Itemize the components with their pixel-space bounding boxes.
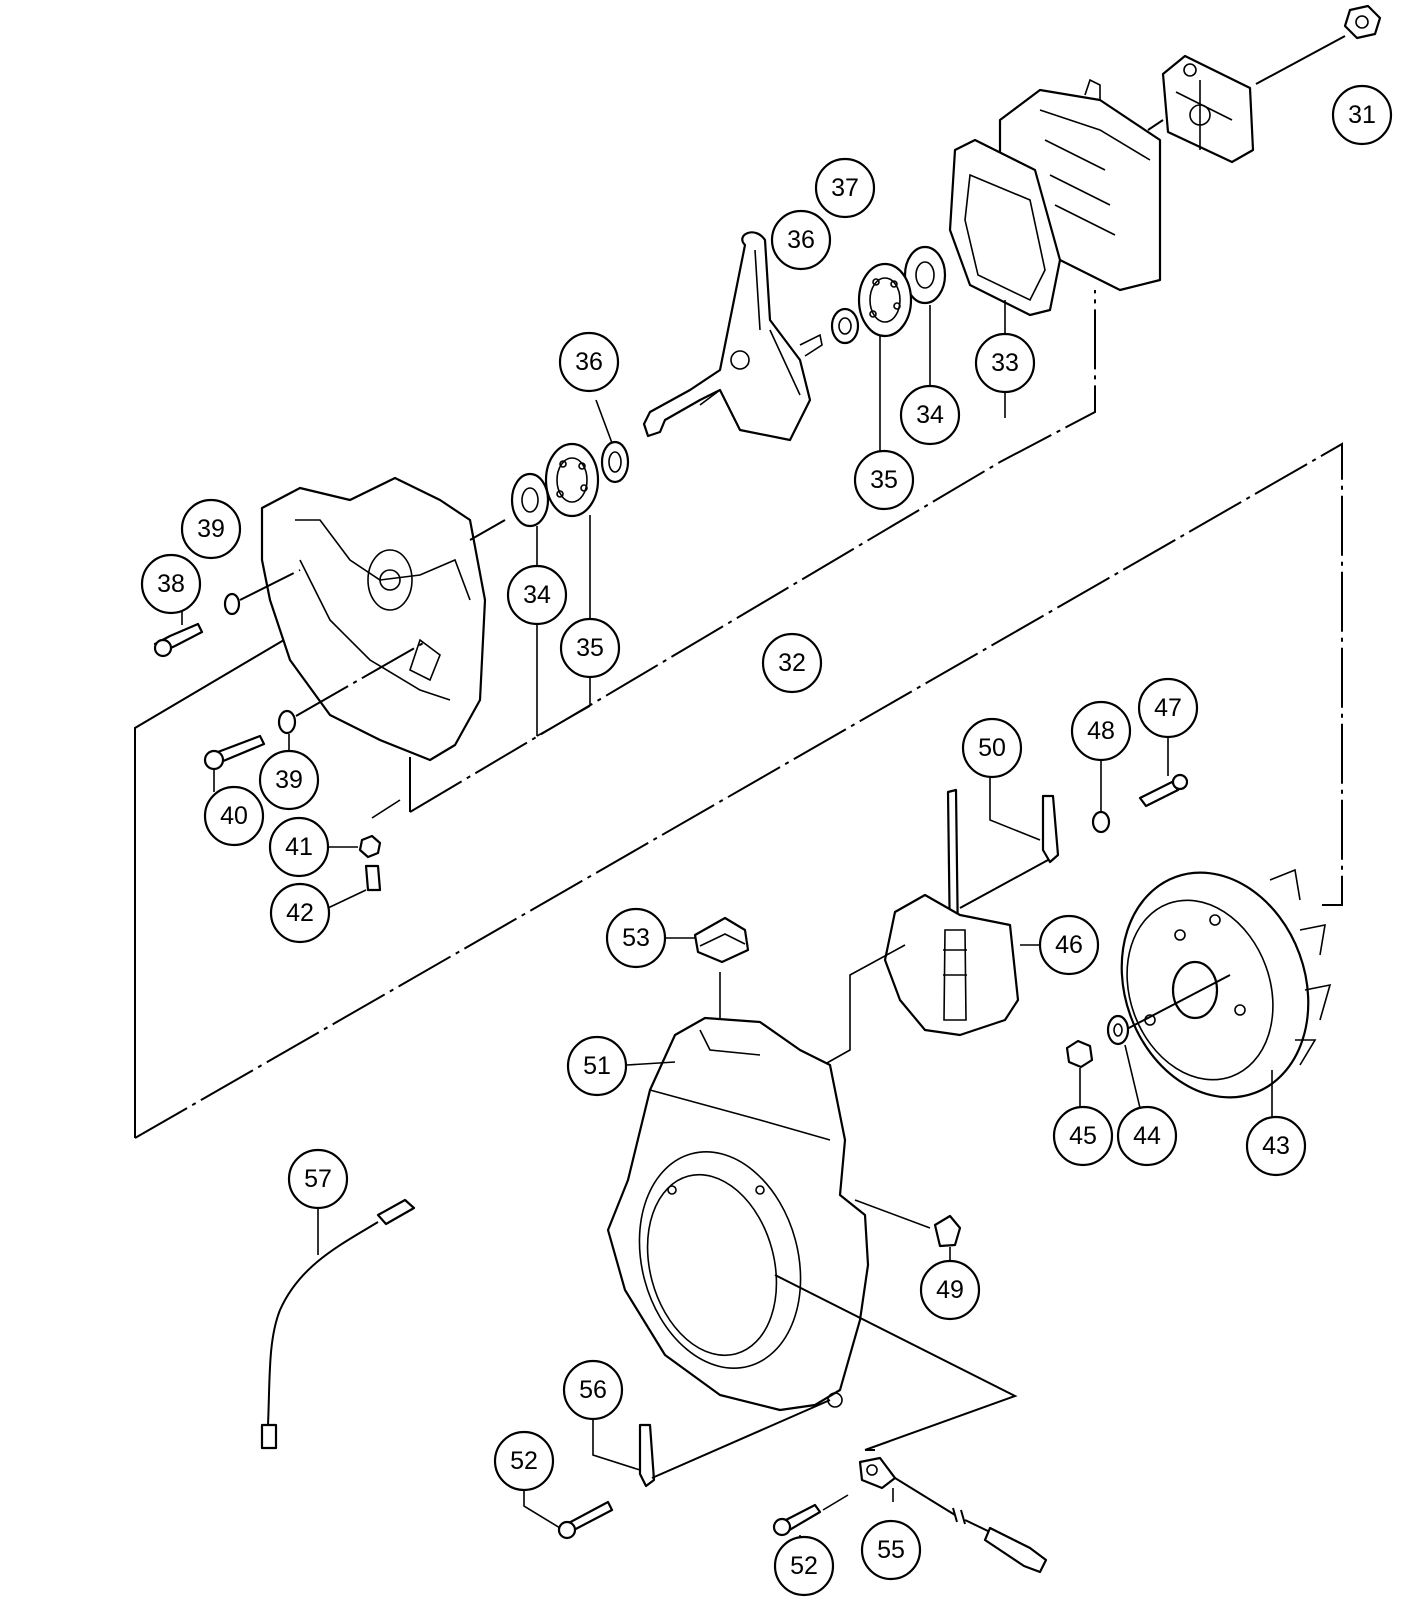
- callout-53: 53: [605, 907, 667, 969]
- part-53-grommet: [662, 916, 750, 1030]
- callout-38: 38: [140, 553, 202, 615]
- part-39-washer-lower: [277, 641, 426, 752]
- callout-44: 44: [1116, 1105, 1178, 1167]
- part-49-grommet: [854, 1199, 962, 1262]
- part-46-ignition-coil: [817, 788, 1040, 1069]
- callout-label: 37: [831, 174, 859, 202]
- callout-56: 56: [562, 1359, 624, 1421]
- callout-label: 53: [622, 924, 650, 952]
- callout-label: 57: [304, 1165, 332, 1193]
- callout-label: 55: [877, 1536, 905, 1564]
- callout-label: 38: [157, 570, 185, 598]
- part-57-lead-wire: [260, 1198, 416, 1450]
- callout-52: 52: [773, 1535, 835, 1597]
- part-34-bearing-lower: [510, 472, 591, 737]
- part-52-bolt-right: [772, 1494, 849, 1548]
- callout-label: 33: [991, 349, 1019, 377]
- callout-label: 35: [870, 466, 898, 494]
- callout-label: 34: [523, 581, 551, 609]
- callout-35: 35: [559, 617, 621, 679]
- callout-47: 47: [1137, 677, 1199, 739]
- callout-46: 46: [1038, 914, 1100, 976]
- part-42-screw: [327, 864, 382, 909]
- callout-label: 40: [220, 802, 248, 830]
- part-50-clip: [959, 770, 1060, 909]
- callout-36: 36: [770, 209, 832, 271]
- callout-52: 52: [493, 1430, 555, 1492]
- part-33-cylinder: [948, 78, 1162, 418]
- part-34-bearing-upper: [903, 245, 947, 396]
- callout-49: 49: [919, 1259, 981, 1321]
- callout-label: 45: [1069, 1122, 1097, 1150]
- callout-label: 51: [583, 1052, 611, 1080]
- part-44-washer: [1106, 1014, 1141, 1109]
- callout-label: 42: [286, 899, 314, 927]
- callout-label: 41: [285, 833, 313, 861]
- callout-57: 57: [287, 1148, 349, 1210]
- callout-42: 42: [269, 882, 331, 944]
- callout-label: 31: [1348, 101, 1376, 129]
- callout-label: 50: [978, 734, 1006, 762]
- callout-label: 48: [1087, 717, 1115, 745]
- callout-label: 34: [916, 401, 944, 429]
- callout-34: 34: [899, 384, 961, 446]
- callout-label: 35: [576, 634, 604, 662]
- callout-51: 51: [566, 1035, 628, 1097]
- crankcase: [260, 476, 506, 812]
- part-45-nut: [1065, 1039, 1094, 1108]
- callout-34: 34: [506, 564, 568, 626]
- callout-label: 43: [1262, 1132, 1290, 1160]
- callout-label: 47: [1154, 694, 1182, 722]
- part-35-bearing-lower: [544, 442, 600, 706]
- callout-label: 52: [790, 1552, 818, 1580]
- callout-36: 36: [558, 331, 620, 393]
- callout-31: 31: [1331, 84, 1393, 146]
- callout-41: 41: [268, 816, 330, 878]
- part-36-seal-upper: [830, 307, 860, 345]
- part-55-ground-terminal: [858, 1456, 1048, 1574]
- callout-35: 35: [853, 449, 915, 511]
- callout-50: 50: [961, 717, 1023, 779]
- part-43-flywheel: [1120, 868, 1332, 1120]
- crankshaft: [642, 231, 823, 442]
- callout-label: 39: [275, 766, 303, 794]
- part-39-washer-upper: [223, 569, 301, 616]
- part-52-bolt-left: [523, 1486, 614, 1540]
- part-36-seal-lower: [595, 399, 630, 484]
- callout-45: 45: [1052, 1105, 1114, 1167]
- callout-40: 40: [203, 785, 265, 847]
- part-56-clip: [592, 1399, 831, 1488]
- callout-label: 32: [778, 649, 806, 677]
- callout-label: 36: [575, 348, 603, 376]
- part-31-nut: [1255, 4, 1382, 85]
- callout-label: 56: [579, 1376, 607, 1404]
- callout-39: 39: [180, 498, 242, 560]
- callout-37: 37: [814, 157, 876, 219]
- callout-label: 44: [1133, 1122, 1161, 1150]
- callout-label: 46: [1055, 931, 1083, 959]
- callout-48: 48: [1070, 700, 1132, 762]
- callout-43: 43: [1245, 1115, 1307, 1177]
- part-35-bearing-upper: [857, 262, 913, 466]
- callout-55: 55: [860, 1519, 922, 1581]
- part-47-screw: [1138, 738, 1189, 808]
- part-41-nut: [326, 799, 401, 859]
- callout-label: 49: [936, 1276, 964, 1304]
- part-40-bolt: [203, 734, 266, 792]
- callout-label: 36: [787, 226, 815, 254]
- part-38-bolt: [153, 606, 204, 658]
- callout-39: 39: [258, 749, 320, 811]
- callout-33: 33: [974, 332, 1036, 394]
- part-51-fan-housing: [606, 1016, 1018, 1451]
- intake-plate: [1147, 54, 1255, 164]
- callout-label: 39: [197, 515, 225, 543]
- callout-label: 52: [510, 1447, 538, 1475]
- callout-32: 32: [761, 632, 823, 694]
- part-48-washer: [1091, 757, 1111, 834]
